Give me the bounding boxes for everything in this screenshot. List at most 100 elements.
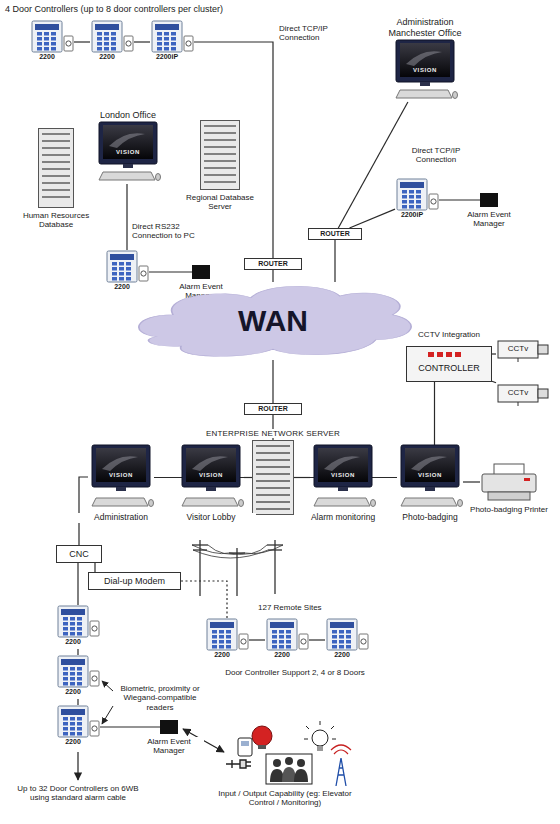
rect-part <box>77 672 82 676</box>
aem-shape <box>480 193 498 207</box>
rect-part <box>402 205 407 209</box>
path-part <box>109 133 145 148</box>
line-part <box>192 544 208 545</box>
rect-part <box>206 487 216 491</box>
rect-part <box>416 190 421 194</box>
path-part <box>192 545 267 554</box>
rect-part <box>267 619 297 650</box>
line-part <box>256 473 290 474</box>
rect-part <box>89 573 181 590</box>
node-label: Administration <box>76 513 166 523</box>
rect-part <box>63 732 68 736</box>
rect-part <box>77 632 82 636</box>
rect-part <box>70 732 75 736</box>
ctrl-node: 2200 <box>56 655 100 699</box>
rect-part <box>396 40 454 82</box>
node-label: 2200 <box>30 53 64 61</box>
rect-part <box>63 632 68 636</box>
rect-part <box>279 630 284 634</box>
rect-part <box>111 37 116 41</box>
rect-part <box>346 630 351 634</box>
rect-part <box>37 42 42 46</box>
path-part <box>396 90 452 98</box>
rect-part <box>258 745 266 749</box>
rect-part <box>35 24 59 30</box>
rect-part <box>97 37 102 41</box>
circle-part <box>312 730 328 746</box>
rect-part <box>104 32 109 36</box>
rect-part <box>245 259 302 270</box>
rect-part <box>157 42 162 46</box>
circle-part <box>361 639 366 644</box>
circle-part <box>252 726 272 746</box>
rect-part <box>77 722 82 726</box>
line-part <box>256 501 290 502</box>
router-node: ROUTER <box>244 403 302 415</box>
rect-part <box>171 42 176 46</box>
line-part <box>204 132 236 133</box>
rect-part <box>37 47 42 51</box>
path-part <box>304 721 336 739</box>
screen-logo: VISION <box>400 67 450 74</box>
rect-part <box>409 190 414 194</box>
rect-part <box>314 445 372 487</box>
line-part <box>42 161 70 162</box>
rect-part <box>51 42 56 46</box>
cable-arrow <box>77 752 78 780</box>
network-link <box>100 726 160 727</box>
rect-part <box>58 706 88 737</box>
rect-part <box>192 265 210 279</box>
line-part <box>256 487 290 488</box>
rect-part <box>119 267 124 271</box>
ellipse-part <box>149 500 154 507</box>
rect-part <box>157 37 162 41</box>
rect-part <box>279 640 284 644</box>
telephone-poles <box>192 540 283 596</box>
network-link <box>272 270 273 282</box>
annotation-label: 4 Door Controllers (up to 8 door control… <box>5 4 275 15</box>
path-part <box>208 545 283 554</box>
rect-part <box>409 195 414 199</box>
network-link <box>77 649 78 655</box>
rect-part <box>266 754 312 784</box>
rect-part <box>64 36 73 51</box>
rect-part <box>212 630 217 634</box>
annotation-label: Up to 32 Door Controllers on 6WB using s… <box>14 784 142 803</box>
rect-part <box>96 448 146 482</box>
rect-part <box>77 732 82 736</box>
rect-part <box>409 205 414 209</box>
aem-node: Alarm Event Manager <box>192 265 210 279</box>
path-part <box>336 758 346 786</box>
node-label: 2200 <box>325 651 359 659</box>
server-shape <box>38 128 74 208</box>
path-part <box>270 769 284 782</box>
rect-part <box>402 190 407 194</box>
network-link <box>492 381 496 383</box>
node-label: 2200 <box>56 738 90 746</box>
rect-part <box>437 352 443 357</box>
rect-part <box>346 635 351 639</box>
rect-part <box>219 630 224 634</box>
rect-part <box>112 262 117 266</box>
network-link <box>77 699 78 705</box>
ctrl-node: 2200 <box>30 20 74 64</box>
pc-node: VISIONPhoto-badging <box>397 445 463 510</box>
aem-shape <box>192 265 210 279</box>
rect-part <box>332 645 337 649</box>
line-part <box>518 358 519 362</box>
rect-part <box>286 635 291 639</box>
rect-part <box>416 195 421 199</box>
box-node: Dial-up Modem <box>88 572 181 590</box>
path-part <box>401 498 457 506</box>
rect-part <box>332 630 337 634</box>
rect-part <box>346 640 351 644</box>
line-part <box>204 153 236 154</box>
box-node: CNC <box>56 545 102 563</box>
rect-part <box>126 267 131 271</box>
rect-part <box>99 122 157 164</box>
ctrl-node: 2200 <box>265 618 309 662</box>
rect-part <box>272 630 277 634</box>
aem-node: Alarm Event Manager <box>160 720 178 734</box>
server-shape <box>252 440 294 515</box>
network-link <box>181 581 227 618</box>
